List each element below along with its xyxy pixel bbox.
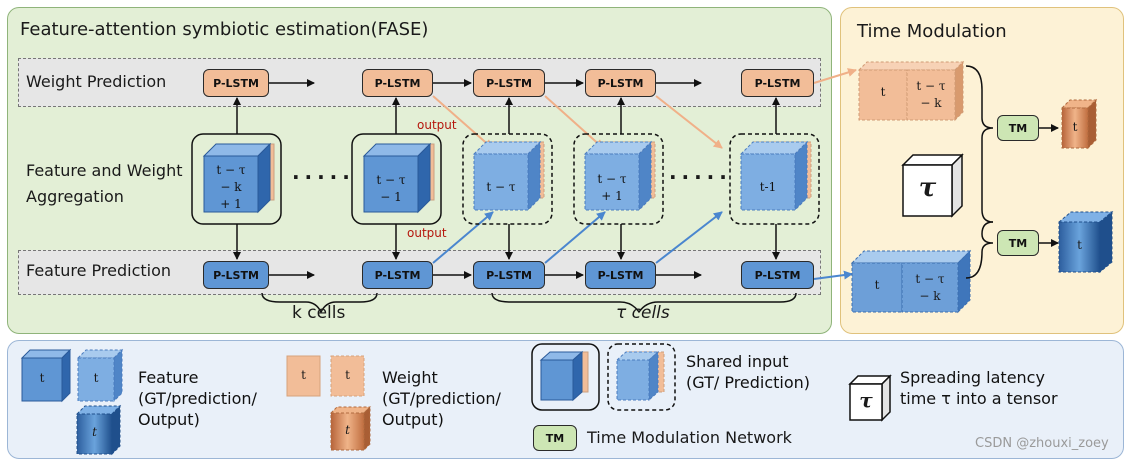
legend-tau-text: Spreading latency time τ into a tensor [900, 368, 1058, 408]
legend-weight-cube-t: t [301, 368, 306, 382]
legend-feature-cube-t: t [39, 371, 45, 385]
tm-box-feature: TM [997, 230, 1039, 256]
legend-tm-text: Time Modulation Network [587, 428, 792, 447]
aggregation-label-line2: Aggregation [26, 187, 124, 206]
feature-lstm-2: P-LSTM [362, 261, 433, 289]
tm-tau-symbol: τ [918, 173, 937, 203]
weight-lstm-5: P-LSTM [741, 69, 814, 97]
legend-feature-cube-dashed-t: t [93, 371, 99, 385]
legend-feature-cube-solid [20, 348, 72, 403]
cube-label-2: t − τ− 1 [376, 173, 406, 204]
tm-weight-tk: t − τ− k [916, 79, 946, 110]
cube-label-1: t − τ− k+ 1 [216, 163, 246, 211]
feature-lstm-1: P-LSTM [203, 261, 269, 289]
k-cells-brace [261, 292, 378, 314]
aggregation-label-line1: Feature and Weight [26, 161, 183, 180]
tau-cells-label: τ cells [616, 303, 670, 323]
agg-cube-2 [362, 142, 435, 214]
tm-feature-input [850, 249, 972, 314]
cube-label-4: t − τ+ 1 [597, 172, 627, 203]
weight-lstm-1: P-LSTM [203, 69, 269, 97]
legend-weight-cube-solid [286, 355, 321, 397]
legend-weight-cube-dashed-t: t [345, 368, 350, 382]
legend-feature-cube-dashed [76, 348, 124, 403]
ellipsis-dots-1: · · · · · [292, 165, 350, 189]
k-cells-label: k cells [292, 303, 346, 323]
feature-lstm-3: P-LSTM [473, 261, 545, 289]
tm-output-weight [1060, 98, 1098, 150]
tm-output-feature [1057, 210, 1114, 274]
legend-weight-output-t: t [345, 423, 350, 437]
cube-label-3: t − τ [486, 180, 516, 194]
tau-cube [901, 153, 964, 218]
watermark: CSDN @zhouxi_zoey [975, 436, 1109, 451]
ellipsis-dots-2: · · · · · [669, 165, 727, 189]
feature-lstm-4: P-LSTM [585, 261, 656, 289]
vertical-arrows [233, 97, 780, 260]
agg-cube-5 [739, 140, 812, 212]
tm-weight-t: t [880, 85, 886, 99]
agg-frame-4 [573, 133, 664, 225]
agg-frame-3 [462, 133, 553, 225]
weight-prediction-label: Weight Prediction [26, 72, 167, 91]
legend-shared-cube-solid [539, 350, 589, 402]
output-label-bottom: output [407, 226, 447, 240]
tm-brace [965, 65, 994, 223]
output-label-top: output [417, 118, 457, 132]
weight-lstm-2: P-LSTM [362, 69, 433, 97]
agg-cube-3 [472, 140, 545, 212]
tm-output-feature-t: t [1077, 238, 1082, 252]
legend-weight-cube-output [329, 405, 372, 452]
legend-feature-text: Feature (GT/prediction/ Output) [138, 368, 257, 429]
weight-lstm-4: P-LSTM [585, 69, 656, 97]
legend-tau-symbol: τ [859, 388, 873, 412]
feature-lstm-5: P-LSTM [741, 261, 814, 289]
legend-feature-cube-output [75, 404, 122, 456]
weight-lstm-3: P-LSTM [473, 69, 545, 97]
agg-cube-4 [583, 140, 656, 212]
legend-tau-cube [848, 374, 892, 422]
cube-label-5: t-1 [759, 180, 777, 194]
blue-output-arrows [432, 211, 853, 280]
legend-tm-box: TM [533, 425, 577, 451]
agg-frame-1 [191, 133, 282, 225]
agg-cube-1 [202, 142, 275, 214]
orange-output-arrows [432, 68, 857, 149]
legend-feature-output-t: t [92, 425, 97, 439]
legend-weight-cube-dashed [330, 355, 365, 397]
tau-cells-brace [491, 292, 797, 314]
tm-feature-t: t [874, 278, 880, 292]
legend-shared-text: Shared input (GT/ Prediction) [686, 352, 811, 392]
agg-frame-5 [729, 133, 820, 225]
tm-feature-tk: t − τ− k [915, 272, 945, 303]
tm-brace-lower [965, 221, 994, 279]
tm-box-weight: TM [997, 115, 1039, 141]
tm-weight-input [857, 60, 965, 122]
legend-shared-cube-dashed [615, 350, 665, 402]
legend-weight-text: Weight (GT/prediction/ Output) [382, 368, 501, 429]
legend-shared-frame-dashed [607, 343, 676, 411]
time-modulation-title: Time Modulation [857, 21, 1007, 42]
legend-shared-frame-solid [531, 343, 600, 411]
agg-frame-2 [351, 133, 442, 225]
feature-prediction-label: Feature Prediction [26, 261, 172, 280]
fase-title: Feature-attention symbiotic estimation(F… [20, 19, 429, 40]
tm-output-weight-t: t [1072, 120, 1078, 134]
